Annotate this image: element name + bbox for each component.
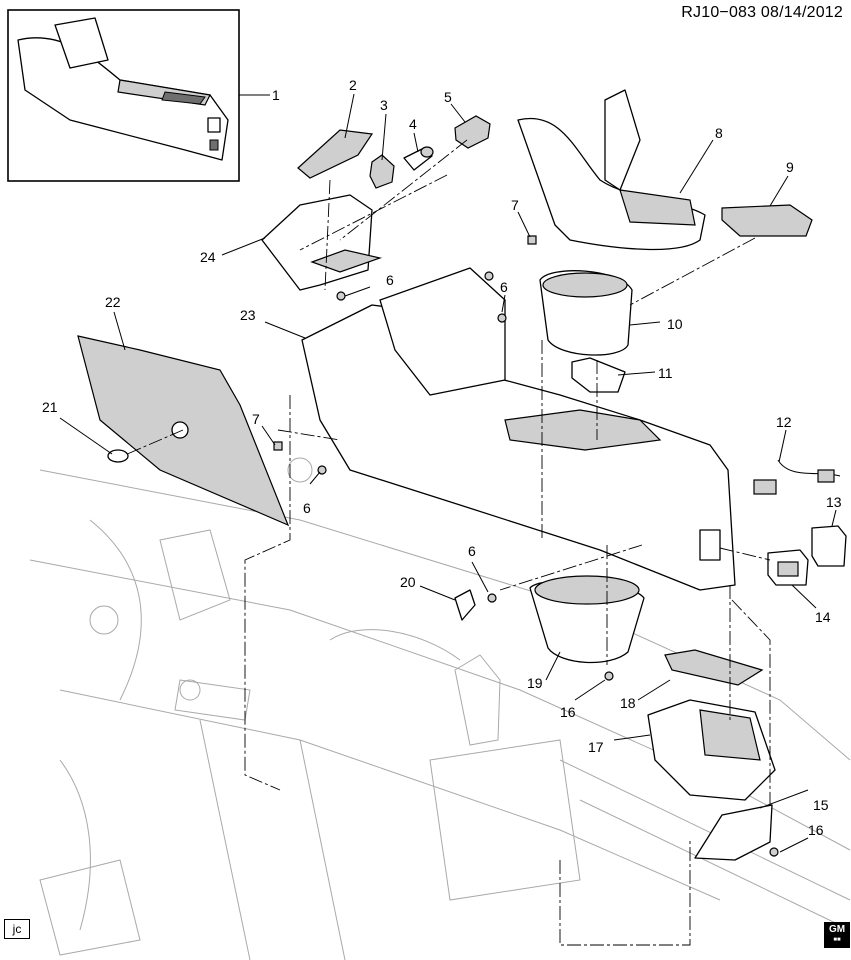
part-14-switch bbox=[767, 549, 809, 586]
callout-7-b: 7 bbox=[252, 411, 260, 427]
part-8-upper-trim-panel bbox=[517, 89, 706, 251]
part-22-side-panel bbox=[77, 335, 290, 527]
inset-overview-box bbox=[7, 9, 240, 182]
callout-24: 24 bbox=[200, 249, 216, 265]
gm-logo-mark: ■■ bbox=[833, 937, 841, 943]
gm-logo-text: GM bbox=[828, 924, 846, 935]
callout-14: 14 bbox=[815, 609, 831, 625]
drawing-header: RJ10−083 08/14/2012 bbox=[681, 4, 843, 22]
callout-15: 15 bbox=[813, 797, 829, 813]
callout-6-b: 6 bbox=[500, 279, 508, 295]
part-13-module bbox=[811, 525, 847, 567]
callout-7-a: 7 bbox=[511, 197, 519, 213]
part-9-console-mat bbox=[721, 204, 813, 237]
callout-16-a: 16 bbox=[560, 704, 576, 720]
callout-9: 9 bbox=[786, 159, 794, 175]
part-20-clip bbox=[454, 589, 476, 621]
part-18-storage-pad bbox=[664, 649, 764, 686]
callout-17: 17 bbox=[588, 739, 604, 755]
part-19-rear-cupholder bbox=[529, 575, 645, 664]
callout-labels: 1 2 3 4 5 6 7 8 9 10 11 12 13 14 15 16 1… bbox=[42, 77, 842, 838]
callout-19: 19 bbox=[527, 675, 543, 691]
callout-23: 23 bbox=[240, 307, 256, 323]
callout-4: 4 bbox=[409, 116, 417, 132]
callout-11: 11 bbox=[658, 365, 673, 381]
drawing-id: RJ10−083 bbox=[681, 4, 757, 21]
alignment-lines bbox=[124, 139, 771, 946]
callout-20: 20 bbox=[400, 574, 416, 590]
callout-8: 8 bbox=[715, 125, 723, 141]
gm-logo: GM ■■ bbox=[824, 922, 850, 948]
callout-2: 2 bbox=[349, 77, 357, 93]
callout-6-c: 6 bbox=[303, 500, 311, 516]
callout-13: 13 bbox=[826, 494, 842, 510]
callout-1: 1 bbox=[272, 87, 280, 103]
shifter-assembly bbox=[429, 654, 581, 901]
part-15-rear-bracket bbox=[694, 804, 773, 861]
callout-16-b: 16 bbox=[808, 822, 824, 838]
callout-22: 22 bbox=[105, 294, 121, 310]
callout-3: 3 bbox=[380, 97, 388, 113]
callout-6-d: 6 bbox=[468, 543, 476, 559]
artist-initials-box: jc bbox=[4, 919, 30, 939]
fasteners bbox=[273, 235, 779, 857]
part-12-wiring-harness bbox=[753, 459, 841, 495]
part-2-trim-plate bbox=[297, 129, 374, 179]
leader-lines bbox=[59, 93, 837, 853]
part-24-front-bracket bbox=[261, 194, 383, 291]
vehicle-floor-background bbox=[29, 457, 851, 960]
part-10-cupholder-insert bbox=[539, 270, 633, 356]
callout-12: 12 bbox=[776, 414, 792, 430]
callout-18: 18 bbox=[620, 695, 636, 711]
callout-21: 21 bbox=[42, 399, 58, 415]
callout-6-a: 6 bbox=[386, 272, 394, 288]
part-5-aux-jack bbox=[454, 115, 491, 149]
callout-10: 10 bbox=[667, 316, 683, 332]
callout-5: 5 bbox=[444, 89, 452, 105]
part-17-storage-bin bbox=[647, 699, 776, 801]
drawing-date: 08/14/2012 bbox=[760, 4, 843, 21]
part-4-power-outlet bbox=[403, 146, 434, 171]
part-23-console-body bbox=[301, 267, 736, 591]
part-21-push-pin bbox=[107, 449, 129, 463]
part-11-bracket bbox=[571, 357, 626, 393]
